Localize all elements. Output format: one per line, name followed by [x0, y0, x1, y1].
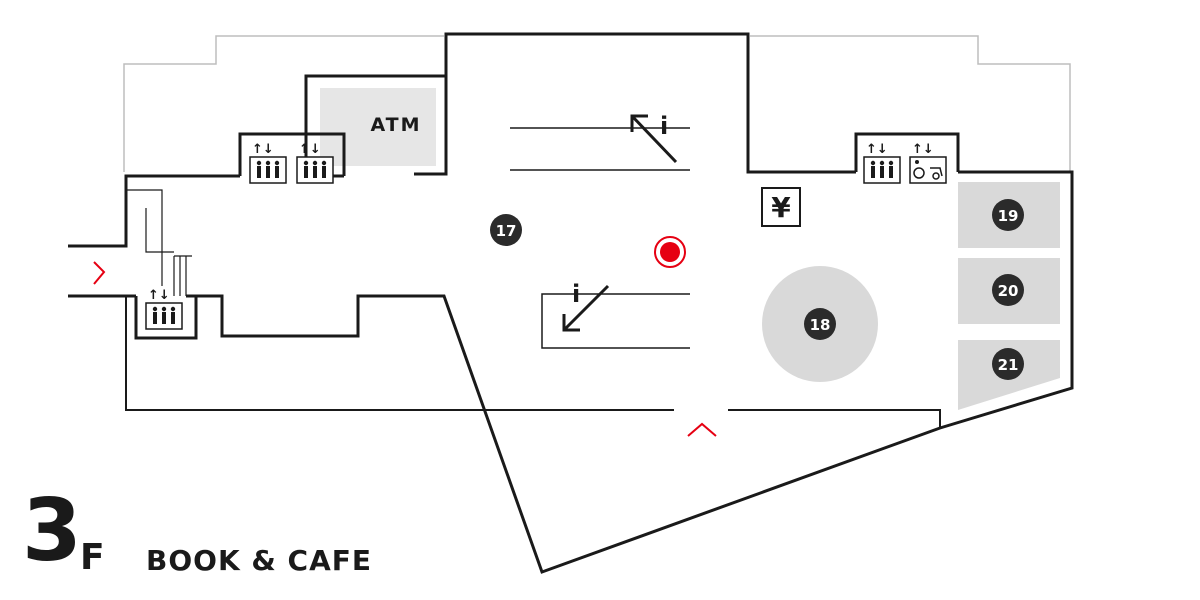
spot-number: 17 [496, 222, 517, 240]
currency-exchange[interactable]: ¥ [761, 187, 801, 227]
info-icon-lower: i [572, 280, 580, 308]
elevator-room-left-bottom [134, 296, 198, 340]
escalator-upper-icon: i [630, 112, 678, 164]
elevator-icon[interactable]: ↑↓ [145, 288, 183, 330]
svg-text:↑↓: ↑↓ [299, 142, 321, 157]
spot-badge-17[interactable]: 17 [490, 214, 522, 246]
atm-area[interactable] [320, 88, 436, 166]
svg-text:↑↓: ↑↓ [252, 142, 274, 157]
elevator-room-left-top [238, 132, 346, 176]
spot-number: 20 [998, 282, 1019, 300]
info-icon-upper: i [660, 112, 668, 140]
floor-number: 3 [22, 481, 82, 581]
wall-upper-left [68, 174, 240, 248]
atm-label: ATM [370, 114, 421, 136]
wall-bottom-mid-right [728, 409, 941, 428]
spot-number: 19 [998, 207, 1019, 225]
elevator-icon[interactable]: ↑↓ [296, 142, 334, 184]
elevator-icon[interactable]: ↑↓ [249, 142, 287, 184]
walls [68, 32, 1074, 574]
building-outline-right [750, 35, 1071, 172]
elevator-room-right [854, 132, 960, 172]
entrance-arrow-icon [687, 422, 717, 437]
accessible-elevator-icon[interactable]: ↑↓ [909, 142, 947, 184]
floor-suffix: F [80, 537, 105, 578]
wall-bottom-mid-left [125, 296, 674, 411]
spot-badge-21[interactable]: 21 [992, 348, 1024, 380]
current-location-icon [654, 236, 686, 268]
escalator-lower[interactable] [541, 293, 690, 349]
spot-badge-18[interactable]: 18 [804, 308, 836, 340]
spot-number: 21 [998, 356, 1019, 374]
spot-badge-19[interactable]: 19 [992, 199, 1024, 231]
elevator-icon[interactable]: ↑↓ [863, 142, 901, 184]
svg-text:↑↓: ↑↓ [148, 288, 170, 303]
svg-text:↑↓: ↑↓ [866, 142, 888, 157]
wall-top-center [414, 32, 856, 176]
yen-icon: ¥ [771, 191, 791, 224]
spot-badge-20[interactable]: 20 [992, 274, 1024, 306]
stairs-left [126, 189, 192, 296]
wall-left-room [186, 170, 1074, 574]
escalator-upper[interactable] [510, 127, 690, 171]
building-outline-left [123, 35, 444, 172]
spot-number: 18 [810, 316, 831, 334]
wall-atm-room [304, 74, 446, 174]
escalator-lower-icon: i [562, 280, 610, 332]
svg-text:↑↓: ↑↓ [912, 142, 934, 157]
floor-name: BOOK & CAFE [146, 544, 373, 577]
entrance-arrow-icon [93, 261, 106, 285]
